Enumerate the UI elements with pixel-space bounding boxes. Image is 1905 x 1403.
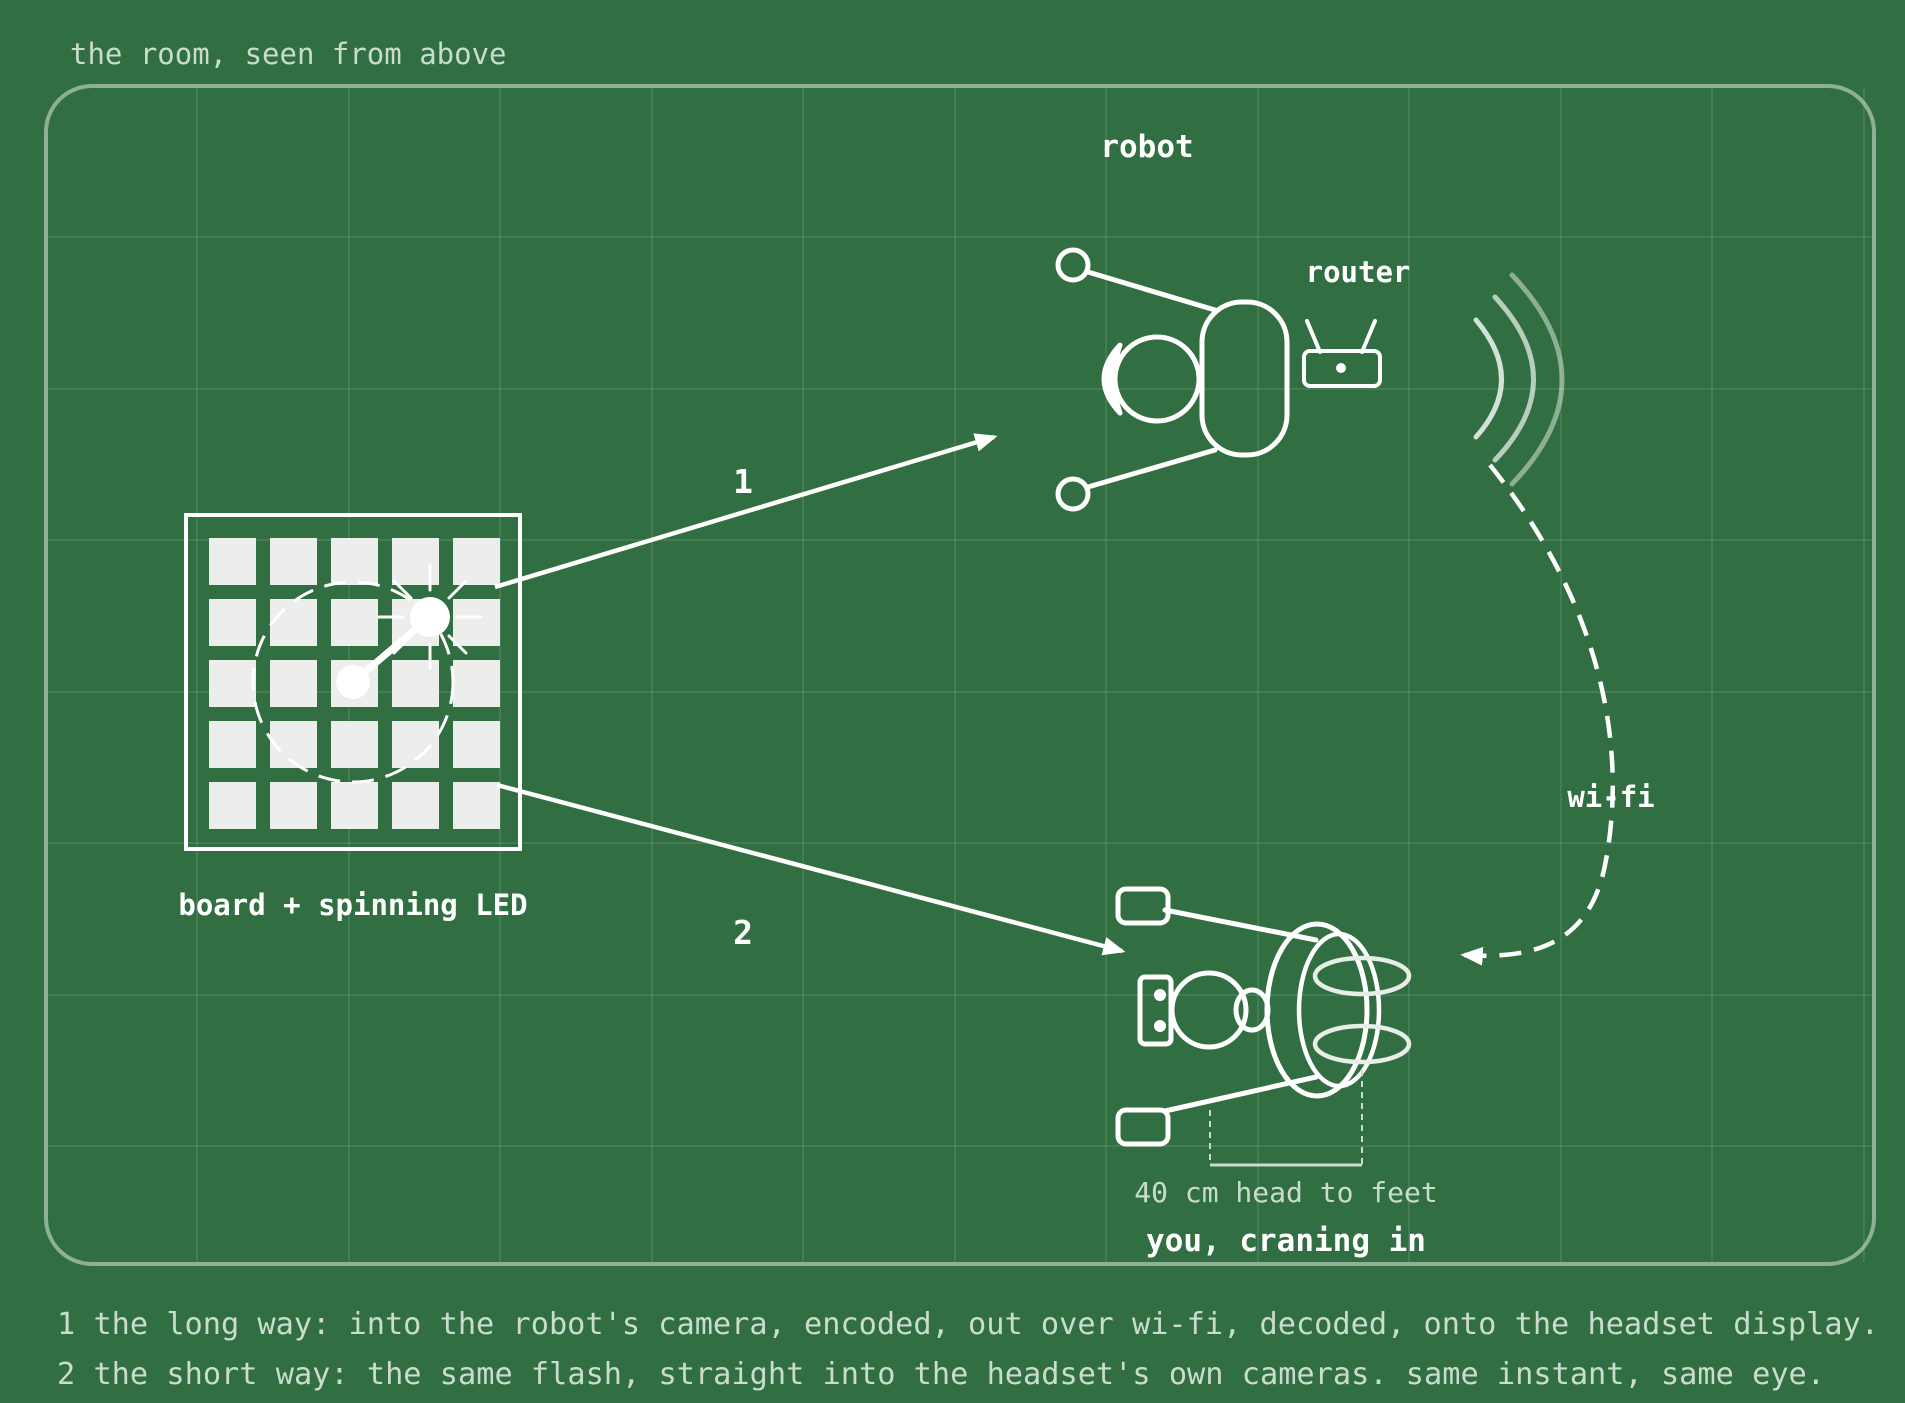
measure-bracket [1209, 1070, 1363, 1167]
user-foot-top [1115, 886, 1171, 926]
user-shoulder [1296, 931, 1382, 1089]
led-tile [392, 660, 439, 707]
router-icon [1302, 319, 1382, 388]
diagram-title: the room, seen from above [70, 37, 507, 71]
path-2-label: 2 [733, 913, 753, 952]
led-tile [270, 721, 317, 768]
led-tile [331, 599, 378, 646]
caption-path-1: 1 the long way: into the robot's camera,… [57, 1307, 1879, 1342]
user-label: you, craning in [1146, 1223, 1426, 1259]
path-2-arrow [496, 782, 1126, 956]
led-tile [331, 538, 378, 585]
led-tile [270, 782, 317, 829]
measure-label: 40 cm head to feet [1134, 1176, 1437, 1209]
led-tile [453, 782, 500, 829]
headset-icon [1137, 974, 1174, 1047]
led-tile [392, 538, 439, 585]
robot-camera-icon [1101, 342, 1123, 416]
led-tile [270, 599, 317, 646]
user-neck [1233, 987, 1271, 1033]
robot-label: robot [1100, 129, 1193, 165]
wifi-label: wi-fi [1567, 780, 1654, 814]
led-orbit [251, 580, 455, 784]
room-boundary [44, 84, 1876, 1266]
robot-body [1199, 299, 1290, 458]
robot-wheel-bottom [1055, 476, 1091, 512]
led-tile [209, 599, 256, 646]
led-tile [270, 660, 317, 707]
led-tile [331, 721, 378, 768]
router-label: router [1306, 255, 1411, 289]
led-tile [209, 782, 256, 829]
user-foot-bottom [1115, 1107, 1171, 1147]
led-tile [453, 721, 500, 768]
led-tile [392, 782, 439, 829]
path-1-arrow [494, 433, 998, 590]
led-tile [209, 721, 256, 768]
led-flash-rays [377, 564, 483, 670]
user-hand-bottom [1312, 1023, 1412, 1065]
board-frame [184, 513, 522, 851]
caption-path-2: 2 the short way: the same flash, straigh… [57, 1357, 1825, 1392]
headset-camera-right [1154, 1020, 1166, 1032]
robot-head [1112, 334, 1202, 424]
robot-wheel-top [1055, 247, 1091, 283]
headset-camera-left [1154, 989, 1166, 1001]
led-tile [453, 660, 500, 707]
led-tile [270, 538, 317, 585]
user-hand-top [1312, 955, 1412, 997]
led-tile [209, 538, 256, 585]
led-tile [331, 782, 378, 829]
robot [1055, 247, 1290, 512]
spinning-led [410, 597, 450, 637]
led-pivot [336, 665, 370, 699]
wifi-path [1460, 463, 1615, 966]
path-1-label: 1 [733, 462, 753, 501]
board-label: board + spinning LED [178, 888, 527, 922]
led-tile [453, 538, 500, 585]
wifi-waves-icon [1473, 272, 1565, 487]
led-tile [453, 599, 500, 646]
user [1115, 886, 1412, 1147]
room-grid [46, 88, 1874, 1262]
led-tile [209, 660, 256, 707]
board [184, 513, 522, 851]
